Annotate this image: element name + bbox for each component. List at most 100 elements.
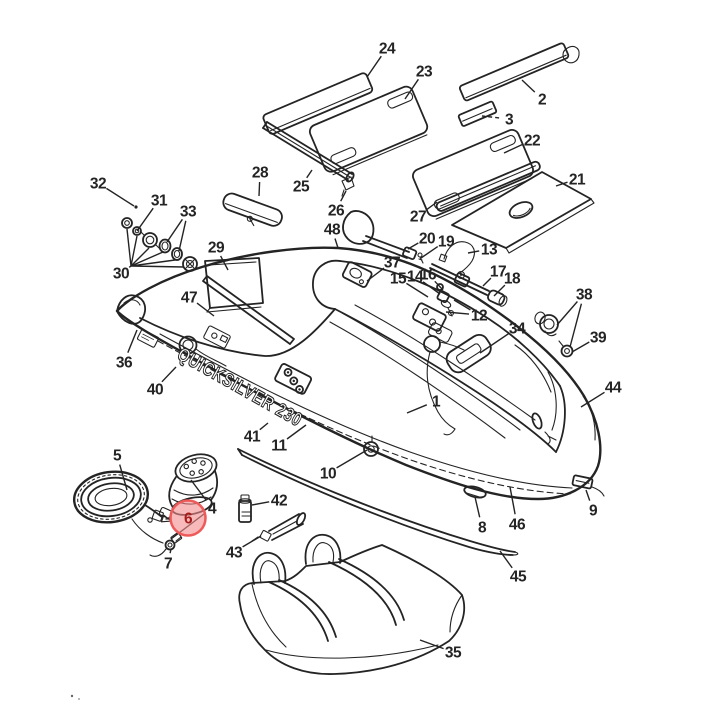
leader-line-18 <box>493 284 506 297</box>
shim-plate-3 <box>457 100 498 127</box>
valve-adapter-7 <box>149 532 183 557</box>
bow-cone-36 <box>116 294 147 325</box>
part-label-29[interactable]: 29 <box>208 240 226 257</box>
leader-line-25 <box>306 169 313 179</box>
part-label-15[interactable]: 15 <box>390 271 408 288</box>
part-label-34[interactable]: 34 <box>509 321 527 338</box>
leader-line-28 <box>258 181 261 197</box>
part-label-6[interactable]: 6 <box>184 511 194 528</box>
part-label-21[interactable]: 21 <box>569 172 587 189</box>
thwart-seat-28 <box>222 192 283 227</box>
scan-artifacts <box>70 694 80 700</box>
cockpit-front-curl <box>312 259 341 310</box>
stern-bracket-9 <box>571 474 605 497</box>
bow-rope-ring <box>178 335 198 355</box>
part-label-33[interactable]: 33 <box>180 204 198 221</box>
clip-26 <box>341 176 355 197</box>
leader-line-35 <box>419 639 444 650</box>
part-label-28[interactable]: 28 <box>252 165 270 182</box>
bag-handle <box>251 551 287 585</box>
part-label-1[interactable]: 1 <box>432 394 442 411</box>
oarlock-pin-14 <box>436 283 444 291</box>
part-label-20[interactable]: 20 <box>419 231 436 248</box>
part-label-11[interactable]: 11 <box>271 438 288 455</box>
leader-line-41 <box>259 422 269 431</box>
stern-rope <box>423 335 557 445</box>
part-label-4[interactable]: 4 <box>208 501 218 518</box>
part-label-24[interactable]: 24 <box>379 41 397 58</box>
part-label-5[interactable]: 5 <box>113 448 123 465</box>
part-label-46[interactable]: 46 <box>509 517 527 534</box>
leader-line-34 <box>479 333 510 354</box>
leader-line-5 <box>119 464 128 491</box>
leader-line-20 <box>407 242 419 250</box>
gunwale-inner-near <box>334 308 557 453</box>
part-label-40[interactable]: 40 <box>147 382 164 399</box>
leader-line-19 <box>420 246 439 259</box>
leader-line-32 <box>106 187 135 207</box>
bag-handle <box>304 533 342 565</box>
hull-outline <box>115 246 602 501</box>
valve-parts-cluster <box>121 205 198 272</box>
leader-line-15 <box>406 282 429 298</box>
part-label-39[interactable]: 39 <box>590 330 608 347</box>
leader-line-2 <box>521 79 536 93</box>
leader-line-38 <box>569 303 583 348</box>
part-label-2[interactable]: 2 <box>538 92 547 109</box>
floorboard-plank-2 <box>458 42 580 102</box>
part-label-13[interactable]: 13 <box>481 242 499 259</box>
part-label-37[interactable]: 37 <box>384 255 401 272</box>
part-label-27[interactable]: 27 <box>410 209 427 226</box>
rope-guide-10 <box>363 441 379 457</box>
part-label-30[interactable]: 30 <box>113 266 130 283</box>
repair-bottle-42 <box>238 494 252 523</box>
highlight-circle-6[interactable] <box>169 499 207 537</box>
part-label-32[interactable]: 32 <box>90 176 107 193</box>
oar-shaft-17 <box>429 263 490 296</box>
part-label-19[interactable]: 19 <box>438 234 456 251</box>
part-label-3[interactable]: 3 <box>505 112 515 129</box>
part-label-47[interactable]: 47 <box>181 290 198 307</box>
leader-line-39 <box>571 341 590 353</box>
part-label-42[interactable]: 42 <box>271 493 288 510</box>
part-label-43[interactable]: 43 <box>226 545 244 562</box>
rub-strake-11 <box>157 340 571 495</box>
part-label-22[interactable]: 22 <box>524 133 541 150</box>
leader-line-3 <box>481 115 500 119</box>
part-label-31[interactable]: 31 <box>151 193 169 210</box>
grab-handle-34 <box>445 333 492 374</box>
keel-guard-strip-45 <box>237 448 519 556</box>
part-label-17[interactable]: 17 <box>490 264 507 281</box>
part-label-12[interactable]: 12 <box>471 308 488 325</box>
leader-line-22 <box>503 143 524 154</box>
oarlock-rope-13 <box>443 241 475 274</box>
part-label-35[interactable]: 35 <box>445 645 463 662</box>
part-label-14[interactable]: 14 <box>407 269 425 286</box>
part-label-38[interactable]: 38 <box>576 287 594 304</box>
part-label-18[interactable]: 18 <box>504 271 522 288</box>
bow-rail-47 <box>202 275 295 345</box>
part-label-36[interactable]: 36 <box>116 355 134 372</box>
part-label-44[interactable]: 44 <box>605 380 623 397</box>
part-label-26[interactable]: 26 <box>328 203 346 220</box>
leader-line-12 <box>445 311 470 315</box>
part-label-25[interactable]: 25 <box>293 179 311 196</box>
floorboard-panel-22 <box>412 128 534 220</box>
leader-line-23 <box>404 78 419 100</box>
stringer-strip-27 <box>435 160 541 212</box>
part-label-45[interactable]: 45 <box>510 569 528 586</box>
part-label-16[interactable]: 16 <box>420 267 438 284</box>
leader-line-24 <box>366 55 382 78</box>
part-label-48[interactable]: 48 <box>324 222 342 239</box>
part-label-10[interactable]: 10 <box>320 466 337 483</box>
leader-line-12 <box>453 299 471 311</box>
part-label-9[interactable]: 9 <box>589 503 599 520</box>
part-label-41[interactable]: 41 <box>244 429 262 446</box>
part-label-8[interactable]: 8 <box>478 520 488 537</box>
part-label-7[interactable]: 7 <box>164 556 173 573</box>
leader-line-38 <box>556 301 578 326</box>
leader-line-46 <box>509 486 516 515</box>
part-label-23[interactable]: 23 <box>416 64 434 81</box>
oarlock-base-pad-12 <box>412 302 447 332</box>
